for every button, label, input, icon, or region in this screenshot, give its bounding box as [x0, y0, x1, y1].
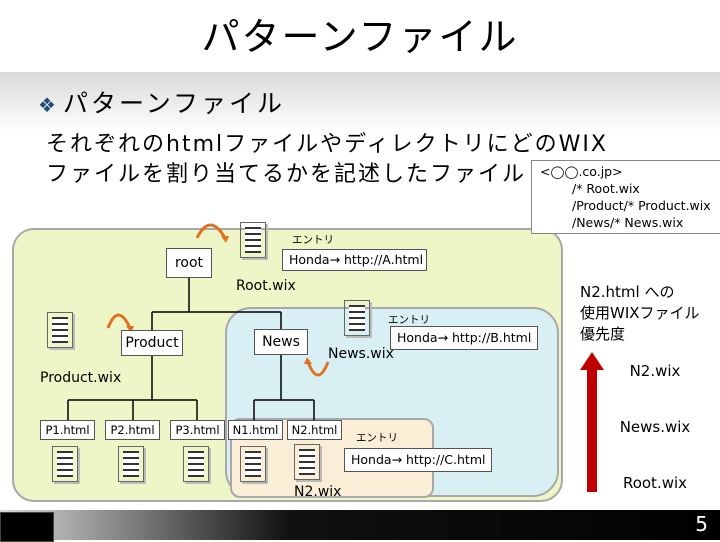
entry-box-n2: Honda→ http://C.html [344, 448, 492, 472]
p3-doc-icon [183, 446, 209, 482]
priority-heading-line-2: 使用WIXファイル [580, 304, 700, 322]
leaf-p2: P2.html [105, 420, 160, 440]
diamond-bullet-icon: ❖ [38, 93, 59, 117]
priority-heading-line-1: N2.html への [580, 283, 675, 301]
news-wix-doc-icon [344, 300, 370, 336]
priority-heading-line-3: 優先度 [580, 325, 626, 343]
n2-wix-doc-icon [294, 444, 320, 480]
entry-label-root: エントリ [292, 234, 334, 246]
leaf-p3: P3.html [170, 420, 225, 440]
product-node: Product [121, 330, 183, 356]
news-node: News [254, 329, 308, 355]
news-curve-arrow-icon [306, 361, 330, 377]
priority-level-news: News.wix [619, 418, 691, 436]
root-wix-doc-icon [240, 222, 266, 258]
callout-line-product: /Product/* Product.wix [572, 198, 711, 213]
product-wix-label: Product.wix [40, 370, 122, 386]
body-line-2: ファイルを割り当てるかを記述したファイル [46, 162, 527, 187]
root-wix-label: Root.wix [236, 278, 296, 294]
root-curve-arrow-icon [195, 223, 227, 239]
page-number: 5 [695, 512, 708, 536]
priority-arrow-head-icon [580, 352, 604, 370]
leaf-n2: N2.html [287, 420, 342, 440]
callout-line-news: /News/* News.wix [572, 215, 684, 230]
root-node: root [166, 248, 212, 278]
bullet-heading: ❖パターンファイル [38, 84, 285, 120]
news-arrow-head-icon [304, 357, 312, 364]
root-arrow-head-icon [221, 236, 229, 243]
priority-arrow-shaft [587, 368, 597, 492]
callout-line-domain: <◯◯.co.jp> [540, 164, 623, 179]
callout-line-root: /* Root.wix [572, 181, 640, 196]
footer-bar [0, 510, 720, 540]
p2-doc-icon [118, 446, 144, 482]
footer-logo-block [0, 512, 54, 542]
priority-level-root: Root.wix [622, 474, 688, 492]
pattern-file-callout: <◯◯.co.jp> /* Root.wix /Product/* Produc… [531, 160, 720, 234]
entry-box-root: Honda→ http://A.html [282, 249, 427, 271]
priority-heading: N2.html への 使用WIXファイル 優先度 [580, 282, 700, 345]
title-band [0, 72, 720, 132]
entry-label-n2: エントリ [356, 432, 398, 444]
body-line-1: それぞれのhtmlファイルやディレクトリにどのWIX [46, 132, 608, 157]
slide-title: パターンファイル [201, 15, 519, 59]
leaf-n1: N1.html [228, 420, 283, 440]
bullet-text: パターンファイル [62, 89, 285, 118]
leaf-p1: P1.html [40, 420, 95, 440]
entry-box-news: Honda→ http://B.html [390, 326, 538, 350]
product-wix-doc-icon [47, 312, 73, 348]
entry-label-news: エントリ [388, 314, 430, 326]
p1-doc-icon [52, 446, 78, 482]
product-arrow-head-icon [126, 326, 134, 333]
news-wix-label: News.wix [328, 346, 394, 362]
n1-doc-icon [240, 446, 266, 482]
product-curve-arrow-icon [106, 313, 132, 329]
priority-level-n2: N2.wix [629, 362, 681, 380]
n2-wix-label: N2.wix [294, 484, 342, 500]
